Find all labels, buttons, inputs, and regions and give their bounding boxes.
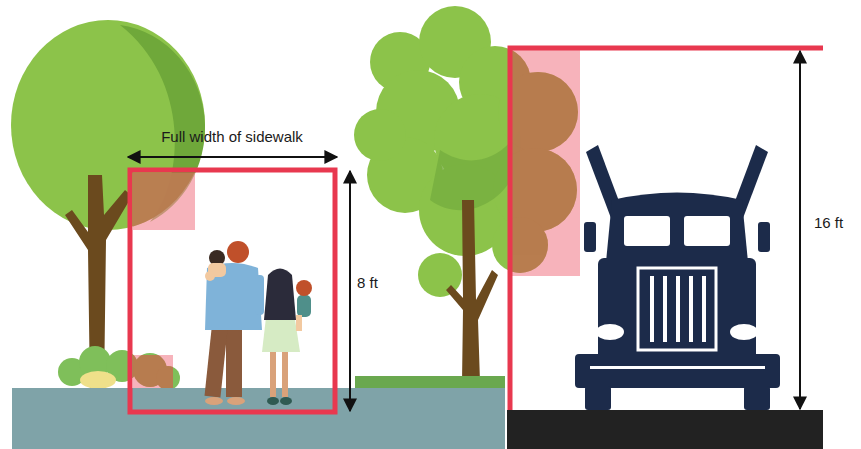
tree-canopy [11,20,205,230]
grass-strip [355,376,505,390]
pedestrians [205,241,312,405]
truck-front [575,145,780,410]
shrub [80,371,116,389]
pedestrian-clearance [130,170,335,412]
tree-trunk [446,200,498,382]
dimension-label: 8 ft [357,274,378,292]
canopy-shade [430,130,521,210]
width-dimension [128,156,337,158]
roadway [507,410,823,449]
obstruction-overlap [512,50,578,273]
dimension-label: Full width of sidewalk [161,128,303,146]
obstruction-overlap [133,355,173,388]
obstruction-overlap [133,173,195,230]
vehicle-clearance [510,48,823,410]
sidewalk [12,388,505,449]
dimension-label: 16 ft [814,214,843,232]
truck-details [590,216,765,369]
shrub [58,346,180,390]
height-dimension [799,51,801,409]
height-dimension [349,171,351,411]
